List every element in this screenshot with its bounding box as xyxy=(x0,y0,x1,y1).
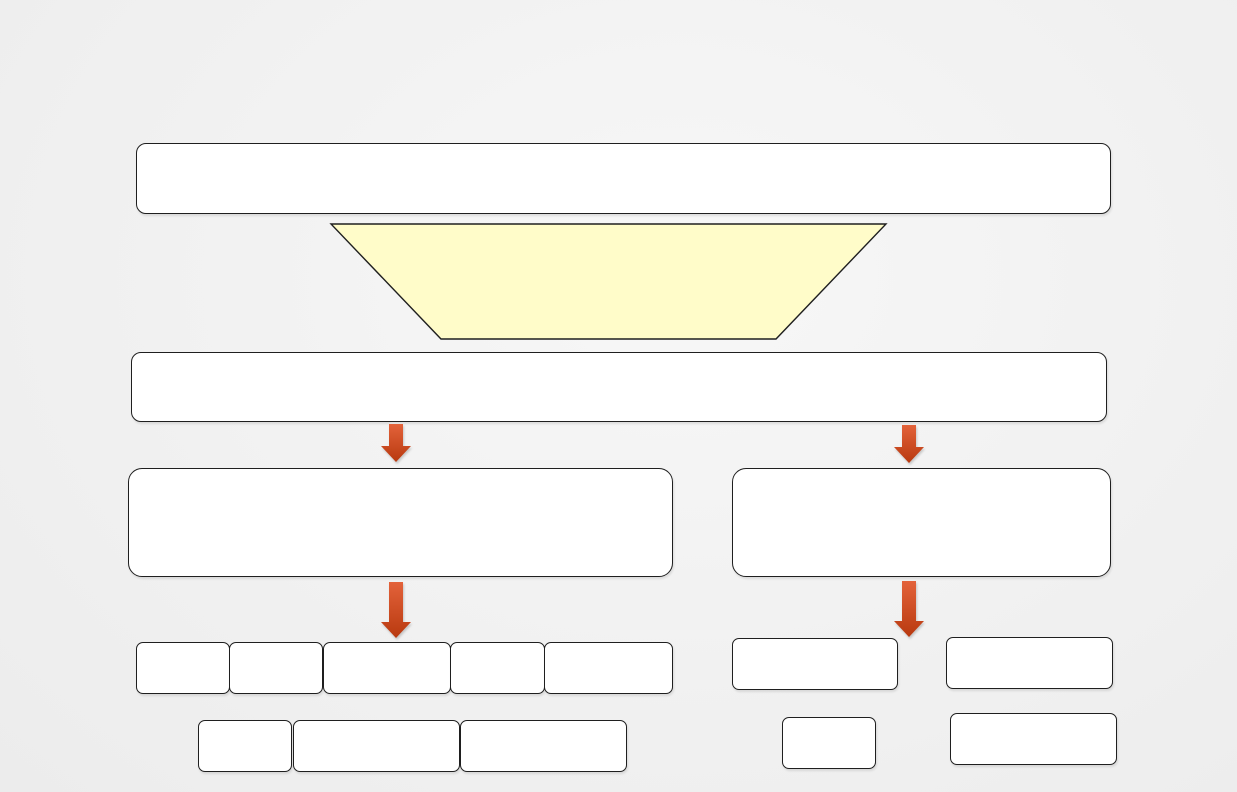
funnel-polygon xyxy=(329,223,888,340)
box-label xyxy=(177,666,189,670)
down-arrow-icon xyxy=(894,581,924,637)
left-row2-box-3 xyxy=(460,720,627,772)
funnel-label xyxy=(440,224,778,339)
left-panel-label xyxy=(395,521,407,525)
down-arrow-shape xyxy=(894,581,924,637)
box-label xyxy=(538,744,550,748)
down-arrow-icon xyxy=(381,424,411,462)
box-label xyxy=(371,744,383,748)
box-label xyxy=(823,741,835,745)
middle-bar-box xyxy=(131,352,1107,422)
right-item-box-1 xyxy=(732,638,898,690)
right-item-box-3 xyxy=(782,717,876,769)
down-arrow-icon xyxy=(894,425,924,463)
right-panel-label xyxy=(916,521,928,525)
right-item-box-4 xyxy=(950,713,1117,765)
left-row1-box-4 xyxy=(450,642,545,694)
down-arrow-shape xyxy=(381,424,411,462)
left-row1-box-1 xyxy=(136,642,230,694)
right-item-box-2 xyxy=(946,637,1113,689)
left-row1-box-5 xyxy=(544,642,673,694)
left-row1-box-3 xyxy=(323,642,451,694)
middle-bar-label xyxy=(613,385,625,389)
top-bar-label xyxy=(618,177,630,181)
box-label xyxy=(492,666,504,670)
left-row1-box-2 xyxy=(229,642,323,694)
box-label xyxy=(239,744,251,748)
down-arrow-shape xyxy=(894,425,924,463)
right-panel-box xyxy=(732,468,1111,577)
box-label xyxy=(603,666,615,670)
left-row2-box-2 xyxy=(293,720,460,772)
box-label xyxy=(1028,737,1040,741)
left-row2-box-1 xyxy=(198,720,292,772)
down-arrow-icon xyxy=(381,582,411,638)
box-label xyxy=(1024,661,1036,665)
left-panel-box xyxy=(128,468,673,577)
box-label xyxy=(809,662,821,666)
down-arrow-shape xyxy=(381,582,411,638)
funnel-shape xyxy=(329,223,888,340)
box-label xyxy=(270,666,282,670)
box-label xyxy=(381,666,393,670)
top-bar-box xyxy=(136,143,1111,214)
